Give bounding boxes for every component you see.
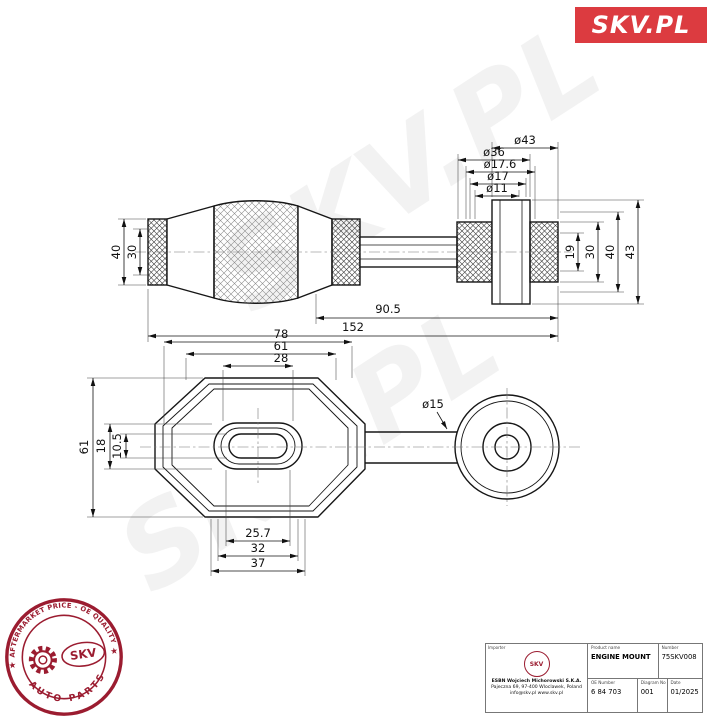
watermark: SKV.PL SKV.PL [96, 0, 622, 618]
side-view-left-dims: 40 30 [109, 218, 150, 286]
side-view-length-dims: 90.5 152 [147, 286, 559, 342]
stamp-ring-top-text: AFTERMARKET PRICE - OE QUALITY [2, 594, 118, 658]
importer-address: ESBN Wojciech Michorowski S.K.A. Pajeczn… [491, 679, 582, 698]
importer-logo-text: SKV [529, 660, 544, 668]
dim-bot-25-7: 25.7 [245, 526, 271, 540]
dim-rod-d15: ø15 [422, 397, 444, 411]
number-label: Number [661, 645, 679, 650]
dim-left-40: 40 [109, 245, 123, 260]
top-view-left-dims: 61 18 10.5 [77, 377, 227, 518]
number-cell: Number 75SKV008 [657, 644, 702, 678]
product-name-cell: Product name ENGINE MOUNT [588, 644, 658, 678]
importer-logo: SKV [523, 651, 550, 677]
gear-icon [28, 645, 57, 675]
stamp-center-text: SKV [69, 645, 97, 663]
oe-number-value: 6 84 703 [591, 687, 622, 696]
quality-stamp: AFTERMARKET PRICE - OE QUALITY AUTO PART… [2, 594, 123, 716]
oe-number-cell: OE Number 6 84 703 [588, 679, 637, 713]
title-block: Importer SKV ESBN Wojciech Michorowski S… [485, 643, 703, 713]
diagram-no-label: Diagram No [640, 679, 666, 685]
top-view-top-dims: 78 61 28 [163, 327, 353, 424]
date-cell: Date 01/2025 [666, 678, 702, 712]
date-value: 01/2025 [670, 687, 699, 696]
skv-brand-logo-text: SKV.PL [591, 11, 691, 39]
diagram-no-value: 001 [640, 687, 654, 696]
svg-text:AFTERMARKET PRICE - OE QUALITY: AFTERMARKET PRICE - OE QUALITY [2, 594, 118, 658]
dim-right-40: 40 [603, 245, 617, 260]
dim-left-30: 30 [125, 245, 139, 260]
star-icon: ★ [110, 646, 119, 657]
top-view-rod-dim: ø15 [422, 397, 448, 430]
dim-top-28: 28 [274, 351, 289, 365]
product-name-label: Product name [591, 645, 621, 650]
dim-left-18: 18 [94, 439, 108, 454]
dim-len-152: 152 [342, 320, 364, 334]
oe-number-label: OE Number [591, 679, 616, 685]
skv-brand-logo: SKV.PL [575, 7, 707, 43]
dim-top-78: 78 [274, 327, 289, 341]
number-value: 75SKV008 [661, 653, 697, 661]
dim-left-61: 61 [77, 440, 91, 455]
dim-bot-37: 37 [251, 556, 266, 570]
top-view-bottom-dims: 25.7 32 37 [210, 470, 306, 576]
importer-street: Pajeczna 69, 97-400 Wloclawek, Poland [491, 685, 582, 691]
dim-right-30: 30 [583, 245, 597, 260]
importer-label: Importer [488, 645, 506, 650]
side-view-diameter-dims: ø43 ø36 ø17.6 ø17 ø11 [457, 133, 559, 219]
dim-right-43: 43 [623, 245, 637, 260]
top-view-part [140, 377, 580, 518]
side-view-part [135, 199, 572, 305]
dim-dia-43: ø43 [514, 133, 536, 147]
importer-contact: info@skv.pl www.skv.pl [509, 691, 564, 697]
date-label: Date [670, 679, 681, 685]
star-icon: ★ [8, 661, 17, 672]
product-name-value: ENGINE MOUNT [591, 653, 651, 661]
diagram-no-cell: Diagram No 001 [636, 678, 667, 712]
top-view: ø15 78 61 28 [77, 327, 580, 576]
dim-dia-11: ø11 [486, 181, 508, 195]
dim-dia-36: ø36 [483, 145, 505, 159]
dim-dia-17-6: ø17.6 [484, 157, 517, 171]
dim-bot-32: 32 [251, 541, 266, 555]
dim-right-19: 19 [563, 245, 577, 260]
title-block-fields: Product name ENGINE MOUNT Number 75SKV00… [587, 644, 702, 712]
title-block-importer: Importer SKV ESBN Wojciech Michorowski S… [486, 644, 587, 712]
side-view-right-dims: 19 30 40 43 [532, 199, 644, 305]
side-view: 40 30 19 30 40 43 [109, 133, 644, 342]
dim-left-10-5: 10.5 [110, 433, 124, 459]
importer-name: ESBN Wojciech Michorowski S.K.A. [491, 679, 582, 684]
dim-dia-17: ø17 [487, 169, 509, 183]
dim-top-61: 61 [274, 339, 289, 353]
dim-len-90-5: 90.5 [375, 302, 401, 316]
